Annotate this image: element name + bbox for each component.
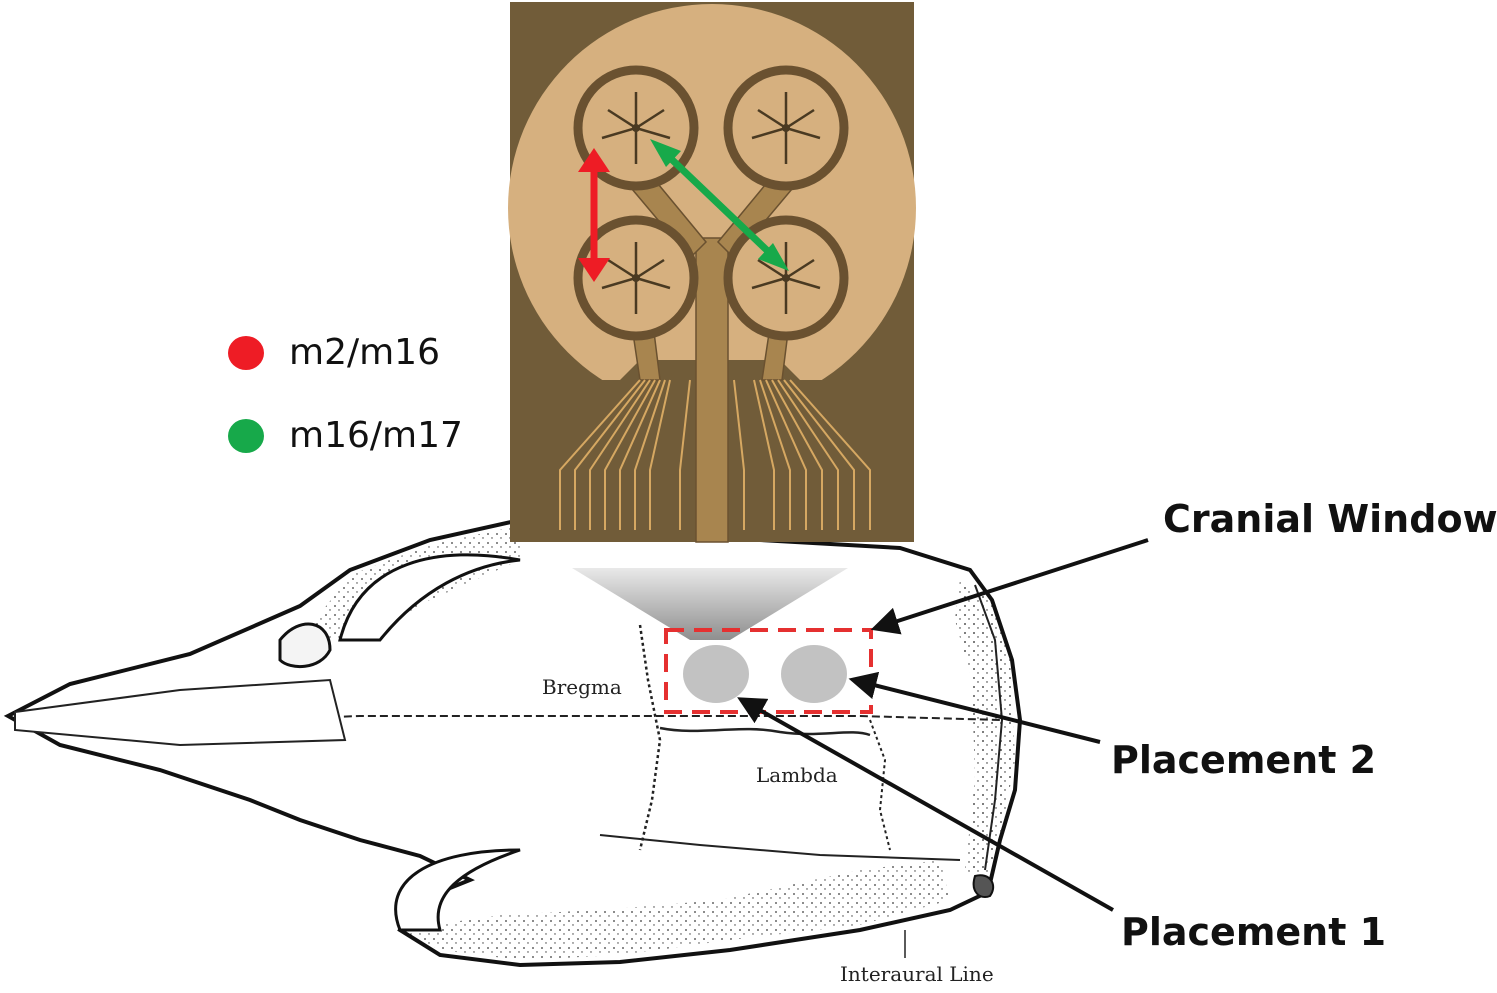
lambda-label: Lambda bbox=[756, 763, 838, 787]
skull-stipple-right bbox=[955, 580, 1015, 880]
sagittal-suture bbox=[659, 726, 871, 737]
rat-skull-illustration bbox=[3, 517, 1023, 968]
array-trunk bbox=[695, 237, 729, 543]
placement-1-label: Placement 1 bbox=[1121, 910, 1387, 954]
electrode-array-micrograph bbox=[508, 2, 916, 543]
skull-stipple-lower bbox=[400, 860, 950, 960]
cranial-window-arrow bbox=[870, 538, 1149, 635]
array-traces bbox=[559, 379, 871, 530]
red-distance-arrow bbox=[578, 148, 610, 282]
bregma-label: Bregma bbox=[542, 675, 622, 699]
electrode-ring-bottom-left bbox=[573, 215, 699, 341]
placement-2-arrow bbox=[848, 671, 1101, 744]
eye-socket bbox=[278, 622, 332, 669]
temporal-ridge bbox=[599, 834, 961, 861]
legend-marker-green bbox=[228, 419, 264, 453]
placement-1-arrow bbox=[737, 697, 1114, 912]
legend-marker-red bbox=[228, 336, 264, 370]
legend-label-m16-m17: m16/m17 bbox=[289, 415, 463, 456]
electrode-ring-top-right bbox=[723, 65, 849, 191]
cranial-window-outline bbox=[664, 628, 873, 714]
nasal-bone bbox=[14, 678, 347, 747]
placement-2-spot bbox=[781, 645, 847, 703]
legend bbox=[228, 336, 264, 453]
placement-1-spot bbox=[683, 645, 749, 703]
green-distance-arrow bbox=[650, 139, 789, 271]
magnification-cone bbox=[572, 568, 848, 640]
cranial-window-label: Cranial Window bbox=[1163, 497, 1497, 541]
electrode-ring-bottom-right bbox=[723, 215, 849, 341]
occipital-condyle bbox=[972, 874, 995, 898]
legend-label-m2-m16: m2/m16 bbox=[289, 332, 440, 373]
lambdoid-suture bbox=[869, 719, 891, 851]
interaural-line-label: Interaural Line bbox=[840, 962, 994, 986]
occipital-ridge bbox=[974, 584, 1004, 871]
zygomatic-arch-upper bbox=[338, 553, 521, 642]
placement-2-label: Placement 2 bbox=[1111, 738, 1377, 782]
zygomatic-arch-lower bbox=[394, 848, 521, 932]
coronal-suture bbox=[638, 624, 662, 851]
